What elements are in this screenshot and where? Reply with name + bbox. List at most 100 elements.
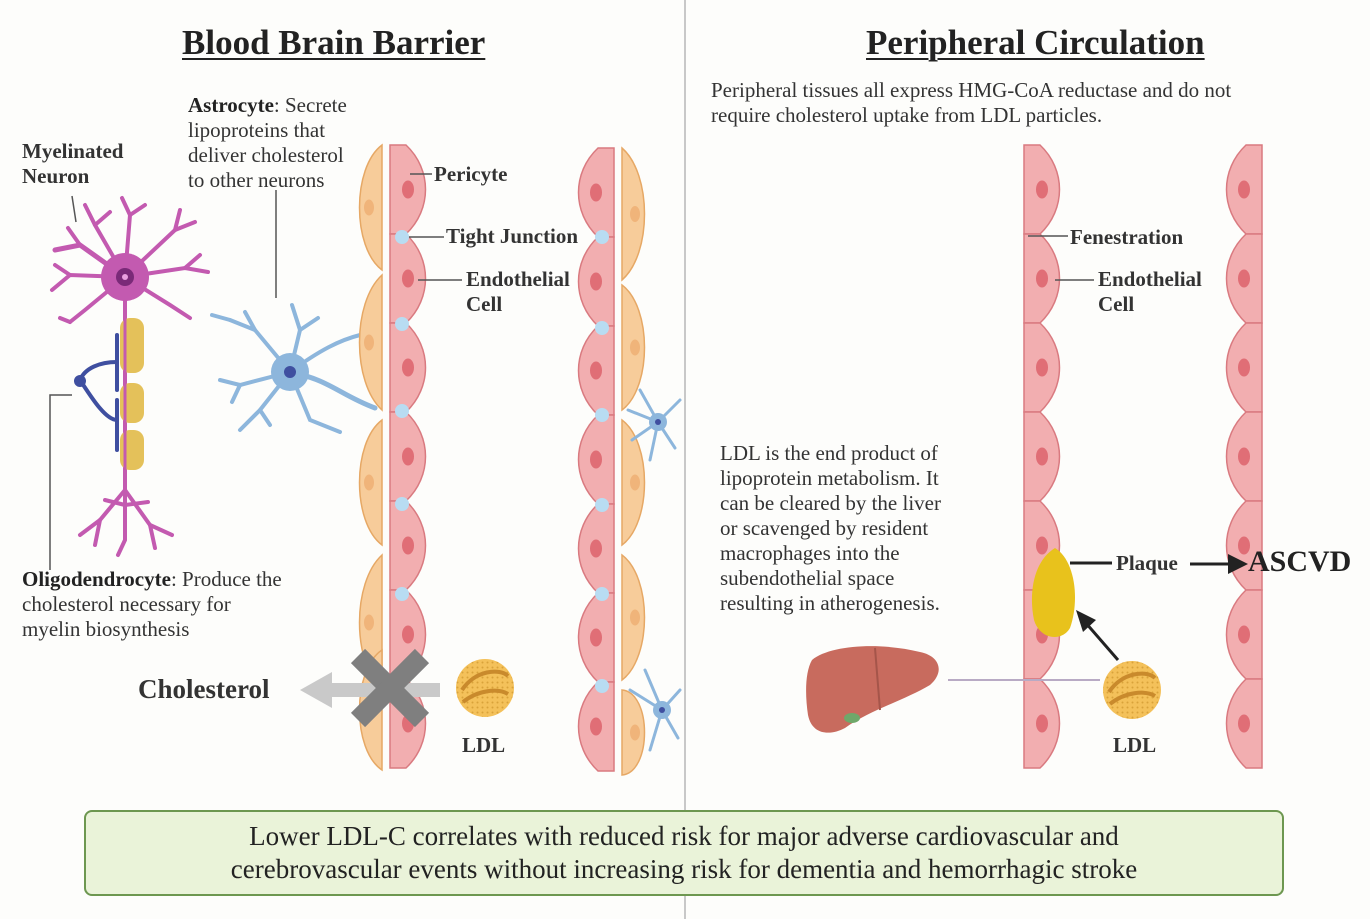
oligodendrocyte-term: Oligodendrocyte [22, 567, 171, 591]
tight-junction [595, 498, 609, 512]
astrocyte-small-icon [626, 388, 682, 462]
peripheral-vessel-right [1225, 144, 1263, 769]
endothelial-nucleus [590, 361, 602, 380]
neuron-soma [101, 253, 149, 301]
pericyte-label: Pericyte [434, 162, 508, 186]
oligodendrocyte-desc-3: myelin biosynthesis [22, 617, 190, 641]
astrocyte-soma [271, 353, 309, 391]
ldl-label-left: LDL [462, 733, 506, 757]
tight-junction [595, 230, 609, 244]
endothelial-cell-label-1: Endothelial [466, 267, 570, 291]
ldl-desc-line: or scavenged by resident [720, 516, 929, 540]
endothelial-nucleus [1036, 269, 1048, 288]
ldl-desc-line: can be cleared by the liver [720, 491, 941, 515]
conclusion-box: Lower LDL-C correlates with reduced risk… [84, 810, 1284, 896]
ldl-desc-line: LDL is the end product of [720, 441, 938, 465]
ascvd-arrow [1190, 554, 1248, 574]
astrocyte-small-2-icon [628, 668, 682, 752]
endothelial-cell-right-label-1: Endothelial [1098, 267, 1202, 291]
endothelial-nucleus [1036, 358, 1048, 377]
tight-junction [395, 497, 409, 511]
pericyte-nucleus [364, 474, 374, 491]
ldl-particle-icon [456, 659, 514, 717]
pericyte-nucleus [364, 334, 374, 351]
endothelial-nucleus [590, 628, 602, 647]
tight-junction [595, 321, 609, 335]
pericyte-nucleus [630, 206, 640, 222]
myelinated-neuron-icon [50, 196, 210, 557]
tight-junctions-right [595, 230, 609, 693]
tight-junction [395, 230, 409, 244]
oligodendrocyte-desc-1: : Produce the [170, 567, 282, 591]
ldl-to-plaque-arrow [1076, 610, 1120, 661]
myelin-sheath [120, 318, 144, 470]
pericyte-nucleus [364, 614, 374, 631]
endothelial-nucleus [1238, 358, 1250, 377]
ldl-particle-right-icon [1103, 661, 1161, 719]
astrocyte-desc-4: to other neurons [188, 168, 325, 192]
tight-junction [595, 679, 609, 693]
oligodendrocyte-leader [49, 195, 77, 570]
endothelial-cell-right-label-2: Cell [1098, 292, 1135, 316]
tight-junction [395, 317, 409, 331]
endothelial-nucleus [1238, 625, 1250, 644]
ldl-desc-line: macrophages into the [720, 541, 900, 565]
endothelial-nucleus [590, 717, 602, 736]
ldl-desc-line: resulting in atherogenesis. [720, 591, 940, 615]
bbb-title: Blood Brain Barrier [182, 23, 486, 62]
plaque-icon [1031, 548, 1075, 638]
ldl-description: LDL is the end product of lipoprotein me… [720, 441, 1000, 616]
peripheral-title: Peripheral Circulation [866, 23, 1205, 62]
fenestration-label: Fenestration [1070, 225, 1184, 249]
endothelial-nucleus [402, 180, 414, 199]
conclusion-line-1: Lower LDL-C correlates with reduced risk… [249, 821, 1119, 851]
astrocyte-desc-2: lipoproteins that [188, 118, 326, 142]
peripheral-leaders [1028, 235, 1112, 565]
endothelial-nucleus [590, 539, 602, 558]
astrocyte-desc-3: deliver cholesterol [188, 143, 344, 167]
pericyte-nucleus [630, 339, 640, 356]
endothelial-nucleus [1238, 180, 1250, 199]
plaque-label: Plaque [1116, 551, 1178, 575]
endothelial-nucleus [1238, 269, 1250, 288]
conclusion-text: Lower LDL-C correlates with reduced risk… [124, 820, 1244, 886]
ldl-label-right: LDL [1113, 733, 1157, 757]
tight-junction [395, 404, 409, 418]
ldl-desc-line: lipoprotein metabolism. It [720, 466, 939, 490]
oligodendrocyte-icon [74, 333, 119, 452]
endothelial-nucleus [1036, 536, 1048, 555]
peripheral-intro-2: require cholesterol uptake from LDL part… [711, 103, 1103, 127]
endothelial-nucleus [1238, 714, 1250, 733]
liver-icon [806, 646, 939, 733]
panel-divider [684, 0, 686, 919]
cholesterol-label: Cholesterol [138, 674, 270, 704]
endothelial-nucleus [590, 450, 602, 469]
oligodendrocyte-desc-2: cholesterol necessary for [22, 592, 231, 616]
bbb-leaders [409, 173, 462, 281]
endothelial-nucleus [402, 625, 414, 644]
endothelial-nucleus [1238, 447, 1250, 466]
block-x-icon [350, 648, 430, 728]
endothelial-nucleus [402, 358, 414, 377]
endothelial-nucleus [402, 536, 414, 555]
astrocyte-desc-1: : Secrete [273, 93, 347, 117]
pericyte-nucleus [630, 724, 640, 741]
endothelial-nucleus [402, 447, 414, 466]
pericyte-nucleus [630, 474, 640, 491]
oligodendrocyte-label: Oligodendrocyte: Produce the [22, 567, 282, 592]
ascvd-label: ASCVD [1248, 545, 1352, 578]
pericyte-nucleus [364, 199, 374, 216]
tight-junctions-left [395, 230, 409, 601]
endothelial-nucleus [590, 272, 602, 291]
tight-junction [595, 408, 609, 422]
endothelial-nucleus [1036, 714, 1048, 733]
tight-junction [395, 587, 409, 601]
endothelial-nucleus [402, 269, 414, 288]
endothelial-nucleus [1238, 536, 1250, 555]
astrocyte-term: Astrocyte [188, 93, 274, 117]
tight-junction [595, 587, 609, 601]
astrocyte-label: Astrocyte: Secrete [188, 93, 347, 118]
peripheral-intro-1: Peripheral tissues all express HMG-CoA r… [711, 78, 1232, 102]
endothelial-cell-label-2: Cell [466, 292, 503, 316]
